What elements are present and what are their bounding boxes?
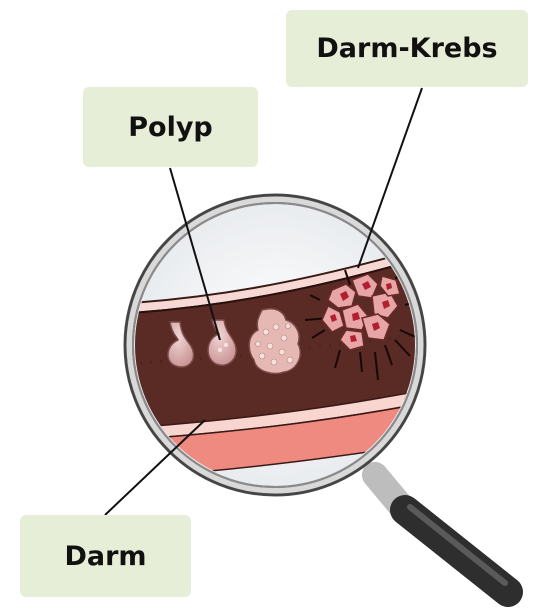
leader-line-colon-cancer [358, 88, 422, 268]
label-colon-cancer: Darm-Krebs [286, 10, 528, 87]
label-polyp: Polyp [83, 87, 258, 167]
magnifying-glass-icon [375, 475, 508, 592]
label-bowel: Darm [20, 515, 191, 597]
